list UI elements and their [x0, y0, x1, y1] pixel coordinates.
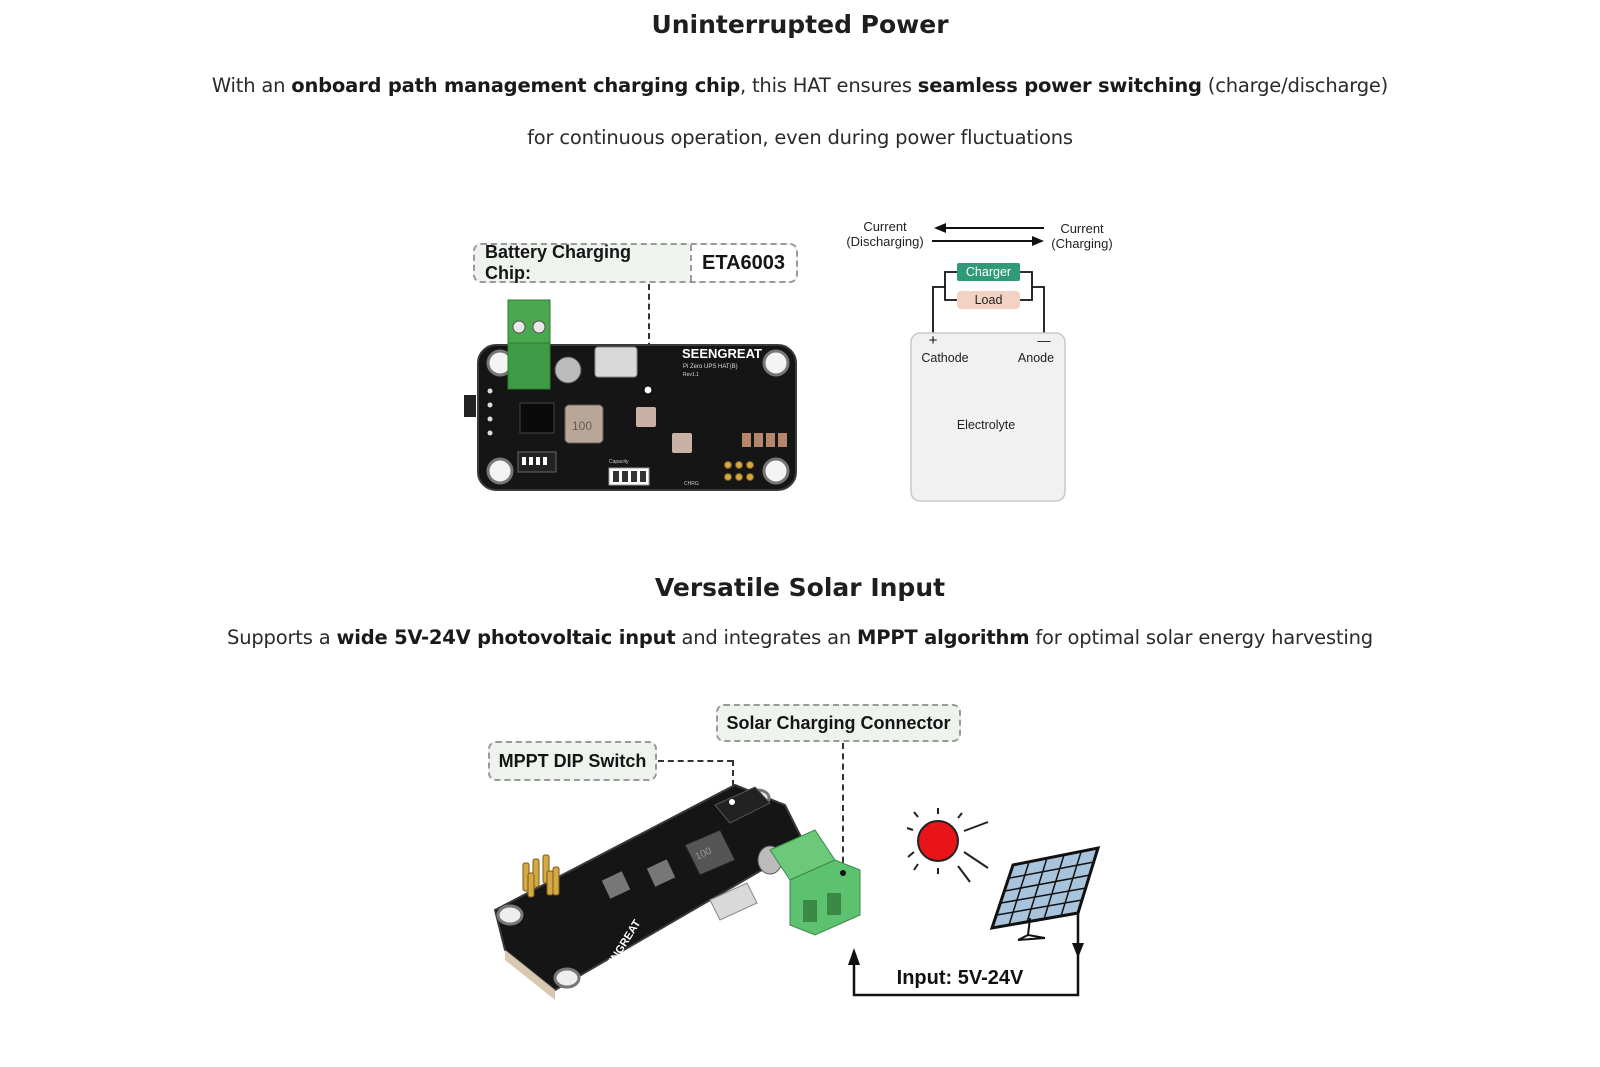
battery-cell: [910, 332, 1066, 502]
solar-input-illustration: Input: 5V-24V: [848, 808, 1100, 997]
side-pins: [487, 388, 493, 436]
terminal-block: [507, 299, 551, 390]
pcb-angled-view: 100 SEENGREAT: [493, 783, 861, 1000]
text-run: for optimal solar energy harvesting: [1029, 626, 1373, 649]
pogo-pins: [724, 461, 754, 481]
current-discharging-label: Current (Discharging): [840, 219, 930, 249]
usb-c-port: [709, 882, 758, 921]
plus-sign: +: [929, 332, 938, 349]
electrolyte-label: Electrolyte: [957, 418, 1015, 432]
capacitor: [554, 356, 582, 384]
small-inductor: [646, 859, 676, 887]
pcb-board: [493, 783, 807, 992]
connector-leader-line: [842, 743, 844, 873]
resistor-array: [742, 433, 787, 447]
discharge-arrow: [934, 223, 1044, 233]
text-line: (Charging): [1051, 236, 1113, 251]
solar-panel-icon: [989, 846, 1100, 941]
callout-label: Battery Charging Chip:: [485, 242, 632, 283]
inductor: 100: [684, 829, 736, 876]
charge-arrow: [932, 236, 1044, 246]
ic-chip: [519, 402, 555, 434]
load-box: [957, 291, 1020, 309]
pcb-edge: [505, 950, 555, 1000]
battery-chip-callout: Battery Charging Chip: ETA6003: [473, 242, 798, 283]
text-run-bold: MPPT algorithm: [857, 626, 1030, 649]
text-run-bold: onboard path management charging chip: [291, 74, 740, 97]
callout-value: ETA6003: [690, 245, 796, 281]
solar-connector-callout: Solar Charging Connector: [716, 704, 961, 742]
small-inductor: [636, 407, 656, 427]
usb-c-port: [594, 346, 638, 378]
capacity-indicator: Capacity: [608, 459, 650, 486]
pcb-top-view: SEENGREAT Pi Zero UPS HAT(B) Rev1.1 100 …: [464, 299, 797, 491]
load-label: Load: [975, 293, 1003, 307]
dip-leader-line-h: [658, 760, 733, 762]
chrg-label: CHRG: [684, 481, 699, 487]
mppt-dip-callout: MPPT DIP Switch: [488, 741, 657, 781]
mounting-holes: [486, 349, 790, 485]
text-run-bold: wide 5V-24V photovoltaic input: [336, 626, 676, 649]
section-title-solar: Versatile Solar Input: [654, 573, 946, 602]
charge-circuit-diagram: Charger Load + — Cathode Anode Electroly…: [910, 223, 1066, 502]
cathode-label: Cathode: [921, 351, 968, 365]
small-inductor: [672, 433, 692, 453]
wire-positive: [932, 271, 957, 333]
text-line: (Discharging): [846, 234, 924, 249]
callout-leader-line: [648, 284, 650, 388]
text-run: (charge/discharge): [1201, 74, 1389, 97]
wire-negative: [1020, 271, 1045, 333]
power-description-line2: for continuous operation, even during po…: [527, 126, 1073, 149]
text-run: , this HAT ensures: [739, 74, 918, 97]
charger-label: Charger: [966, 265, 1011, 279]
text-line: Current: [863, 219, 907, 234]
input-flow-arrow: [848, 913, 1084, 997]
svg-text:100: 100: [572, 419, 592, 433]
inductor: 100: [564, 404, 604, 444]
current-charging-label: Current (Charging): [1040, 221, 1124, 251]
svg-text:Capacity: Capacity: [609, 459, 629, 465]
board-model: Pi Zero UPS HAT(B): [683, 364, 738, 370]
dip-switch: [517, 451, 557, 473]
slide-switch: [464, 395, 476, 417]
terminal-block: [769, 829, 861, 936]
anode-label: Anode: [1018, 351, 1054, 365]
minus-sign: —: [1038, 333, 1051, 348]
text-line: Current: [1060, 221, 1104, 236]
text-run-bold: seamless power switching: [917, 74, 1202, 97]
power-description-line1: With an onboard path management charging…: [0, 74, 1600, 97]
board-brand: SEENGREAT: [682, 346, 762, 361]
sun-icon: [906, 808, 989, 883]
chip-marker: [643, 385, 653, 395]
text-run: With an: [211, 74, 292, 97]
pogo-pins: [522, 854, 560, 898]
charger-box: [957, 263, 1020, 281]
dip-leader-line-v: [732, 760, 734, 806]
dip-switch: [714, 786, 771, 824]
board-rev: Rev1.1: [683, 372, 699, 378]
text-run: and integrates an: [675, 626, 858, 649]
solar-description: Supports a wide 5V-24V photovoltaic inpu…: [0, 626, 1600, 649]
input-voltage-label: Input: 5V-24V: [897, 967, 1024, 989]
section-title-power: Uninterrupted Power: [651, 10, 949, 39]
small-inductor: [601, 871, 631, 899]
text-run: Supports a: [227, 626, 337, 649]
